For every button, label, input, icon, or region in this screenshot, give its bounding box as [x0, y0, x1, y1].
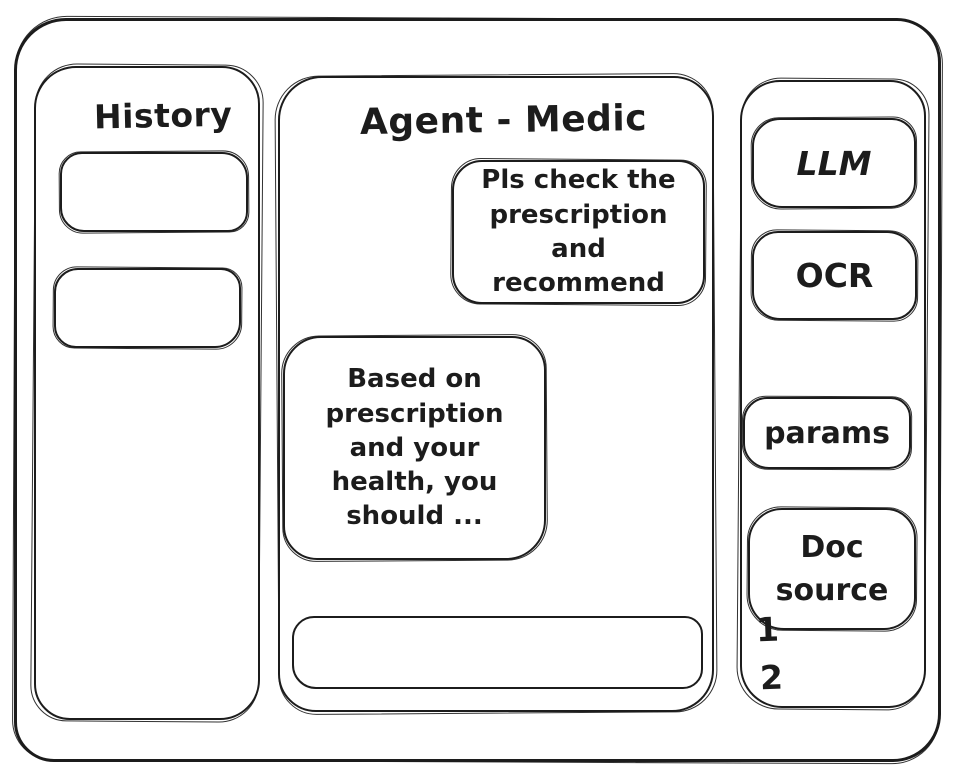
- page-title: Agent - Medic: [359, 97, 648, 144]
- history-title: History: [93, 94, 233, 137]
- history-item[interactable]: [54, 268, 241, 348]
- chat-input[interactable]: [292, 616, 703, 689]
- doc-source-button[interactable]: Doc source: [748, 508, 916, 630]
- doc-source-item-2[interactable]: 2: [759, 657, 785, 698]
- user-message-bubble: Pls check the prescription and recommend: [452, 160, 705, 304]
- llm-button[interactable]: LLM: [752, 118, 916, 208]
- params-button[interactable]: params: [743, 397, 911, 469]
- ocr-button[interactable]: OCR: [752, 231, 917, 320]
- agent-message-bubble: Based on prescription and your health, y…: [283, 336, 546, 560]
- history-item[interactable]: [60, 152, 248, 232]
- doc-source-item-1[interactable]: 1: [755, 609, 781, 650]
